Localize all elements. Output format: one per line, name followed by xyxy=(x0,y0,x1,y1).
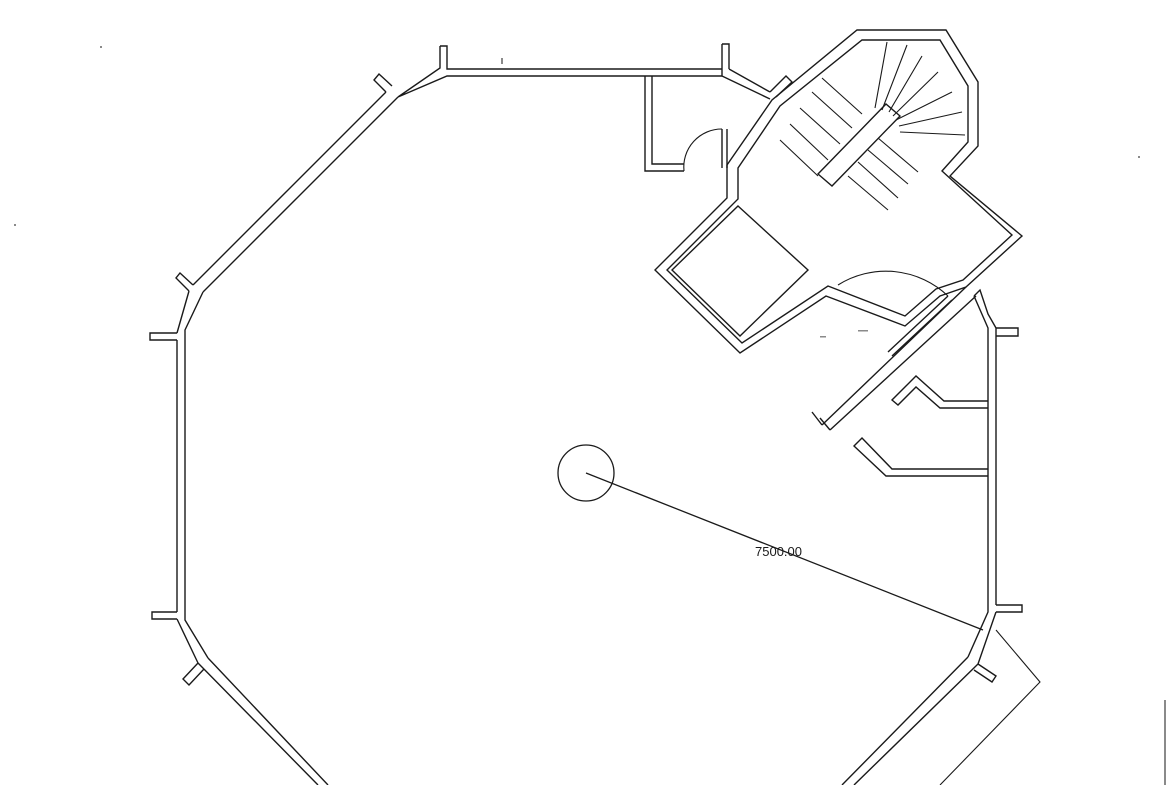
speck xyxy=(858,330,868,332)
tower-door-swing xyxy=(837,270,949,297)
joint-left-lower xyxy=(151,611,209,687)
closet-walls xyxy=(644,76,684,172)
joint-top-right xyxy=(721,43,794,100)
wing-outline xyxy=(939,629,1041,785)
speck xyxy=(100,46,102,48)
speck xyxy=(820,336,826,338)
wall-top xyxy=(452,68,722,77)
wall-right xyxy=(987,336,997,605)
stair-stringer xyxy=(816,103,902,187)
outer-walls xyxy=(176,68,997,785)
closet-door-leaf xyxy=(721,129,728,168)
stair-tower-outer xyxy=(654,29,1024,354)
stair-winders xyxy=(874,41,966,136)
stair-tower-inner xyxy=(666,39,1014,344)
joint-top-left xyxy=(373,45,452,98)
interior-partitions xyxy=(811,286,988,477)
dimension: 7500.00 xyxy=(557,444,984,631)
center-column xyxy=(557,444,615,502)
stair-treads-upper xyxy=(779,77,863,177)
wall-bottom-right xyxy=(841,656,979,785)
speck xyxy=(501,58,503,64)
scan-specks xyxy=(14,46,1166,785)
wall-left xyxy=(176,340,186,612)
stair-landing-box xyxy=(670,205,810,337)
wall-joints xyxy=(149,43,1023,687)
speck xyxy=(14,224,16,226)
stair-treads-lower xyxy=(847,137,919,211)
exterior-wing xyxy=(939,629,1041,785)
stair-tower xyxy=(654,29,1024,357)
joint-right-lower xyxy=(967,604,1023,683)
joint-right-upper xyxy=(973,288,1019,337)
joint-left-upper xyxy=(149,271,204,341)
partition-upper xyxy=(890,375,988,409)
closet xyxy=(644,76,728,172)
dimension-label: 7500.00 xyxy=(755,544,802,559)
wall-top-left xyxy=(192,91,399,293)
speck xyxy=(1164,700,1166,785)
dimension-line xyxy=(585,472,984,631)
partition-lower xyxy=(852,437,988,477)
closet-door-swing xyxy=(683,128,723,172)
speck xyxy=(1138,156,1140,158)
wall-bottom-left xyxy=(197,657,329,785)
partition-diagonal xyxy=(811,286,977,431)
